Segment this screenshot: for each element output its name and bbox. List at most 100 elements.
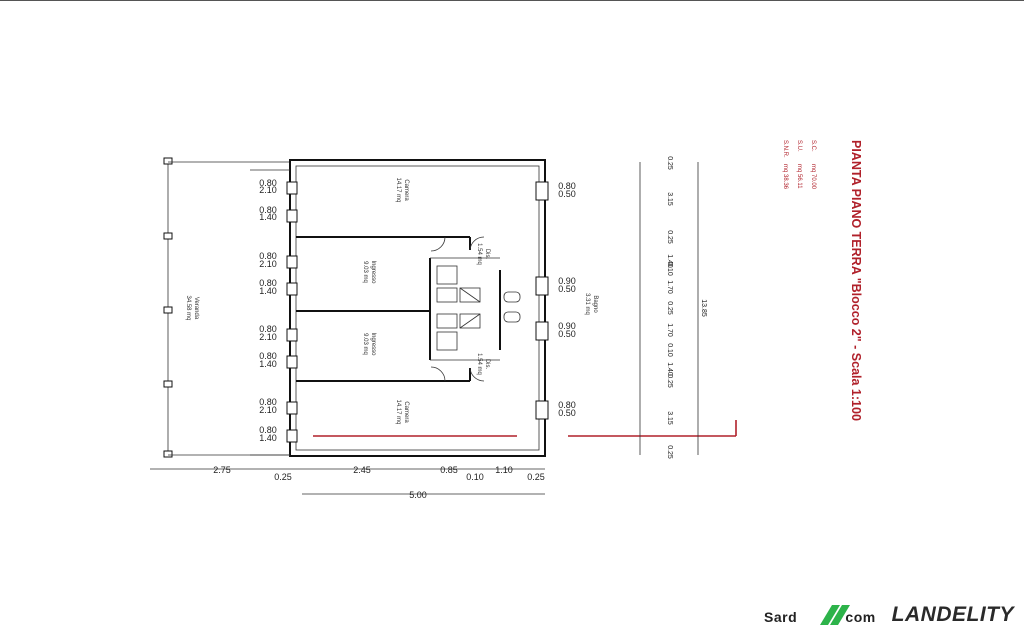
- vertical-dim-label-wrap: 0.10: [666, 343, 673, 357]
- bottom-dim-label-wrap: 2.45: [353, 465, 371, 475]
- brand-left-text: Sard com: [764, 609, 876, 625]
- left-dim-label: 0.80: [259, 324, 277, 334]
- room-name: Camera: [403, 401, 409, 423]
- left-dim-label-wrap: 2.10: [259, 185, 277, 195]
- vertical-dim-label: 0.10: [666, 262, 673, 276]
- vertical-dim-label-wrap: 1.70: [666, 323, 673, 337]
- vertical-dim-label-wrap: 0.25: [666, 156, 673, 170]
- left-dim-label-wrap: 0.80: [259, 397, 277, 407]
- right-dim-label-wrap: 0.90: [558, 276, 576, 286]
- bottom-dim-label: 2.75: [213, 465, 231, 475]
- room-name: Dis.: [484, 359, 490, 370]
- room-ingresso-bottom: Ingresso 9.03 mq: [362, 332, 376, 356]
- vertical-dimension-labels: 0.253.150.251.400.101.700.251.700.101.40…: [666, 156, 673, 459]
- vertical-dim-label-wrap: 0.25: [666, 374, 673, 388]
- vertical-dim-label: 0.25: [666, 374, 673, 388]
- right-dimension-labels: 0.800.500.900.500.900.500.800.50: [558, 181, 576, 418]
- left-dim-label: 2.10: [259, 259, 277, 269]
- room-name: Bagno: [592, 295, 598, 313]
- left-dim-label: 0.80: [259, 251, 277, 261]
- room-name: Veranda: [193, 297, 199, 320]
- left-dim-label-wrap: 1.40: [259, 212, 277, 222]
- right-dim-label-wrap: 0.50: [558, 284, 576, 294]
- room-ingresso-top: Ingresso 9.03 mq: [362, 260, 376, 284]
- bathroom-fixtures: [436, 265, 521, 351]
- left-dim-label: 0.80: [259, 397, 277, 407]
- room-veranda: Veranda 34.58 mq: [185, 295, 199, 320]
- left-dim-label: 1.40: [259, 433, 277, 443]
- bottom-dim-label: 1.10: [495, 465, 513, 475]
- right-dim-label-wrap: 0.80: [558, 400, 576, 410]
- vertical-dim-label: 1.70: [666, 323, 673, 337]
- vertical-total-label: 13.85: [700, 299, 707, 317]
- bottom-dim-label-wrap: 2.75: [213, 465, 231, 475]
- left-dim-label-wrap: 2.10: [259, 259, 277, 269]
- vertical-dim-label: 1.70: [666, 280, 673, 294]
- stat-row: S.N.R.mq 38.36: [782, 140, 788, 190]
- left-dim-label: 1.40: [259, 212, 277, 222]
- vertical-dim-label: 1.40: [666, 254, 673, 268]
- vertical-dim-label-wrap: 3.15: [666, 411, 673, 425]
- bottom-dim-label: 0.10: [466, 472, 484, 482]
- room-area: 1.54 mq: [476, 353, 482, 375]
- bottom-dim-label-wrap: 0.85: [440, 465, 458, 475]
- room-camera-bottom: Camera 14.17 mq: [395, 399, 409, 424]
- vertical-dim-label: 0.25: [666, 301, 673, 315]
- window-openings-left: [286, 181, 298, 443]
- bottom-dim-label: 0.25: [527, 472, 545, 482]
- vertical-dim-label: 0.25: [666, 445, 673, 459]
- left-dim-label: 0.80: [259, 178, 277, 188]
- left-dim-label-wrap: 0.80: [259, 324, 277, 334]
- room-name: Ingresso: [370, 332, 376, 356]
- right-dim-label: 0.50: [558, 284, 576, 294]
- room-camera-top: Camera 14.17 mq: [395, 177, 409, 202]
- room-area: 14.17 mq: [395, 399, 401, 424]
- left-dim-label: 0.80: [259, 205, 277, 215]
- vertical-total: 13.85: [700, 299, 707, 317]
- vertical-dim-label-wrap: 0.25: [666, 230, 673, 244]
- room-name: Dis.: [484, 249, 490, 260]
- brand-name: LANDELITY: [891, 603, 1014, 626]
- bottom-dim-label: 0.85: [440, 465, 458, 475]
- vertical-dim-label-wrap: 0.25: [666, 445, 673, 459]
- veranda-boundary: [163, 157, 290, 458]
- right-dim-label-wrap: 0.50: [558, 189, 576, 199]
- vertical-dim-label: 3.15: [666, 192, 673, 206]
- right-dim-label: 0.50: [558, 189, 576, 199]
- room-name: Camera: [403, 179, 409, 201]
- bottom-dim-label: 2.45: [353, 465, 371, 475]
- room-name: Ingresso: [370, 260, 376, 284]
- stat-value: mq 70.00: [810, 164, 816, 190]
- right-dim-label: 0.90: [558, 276, 576, 286]
- right-dim-label-wrap: 0.50: [558, 408, 576, 418]
- section-line: [313, 420, 737, 437]
- room-area: 9.03 mq: [362, 261, 368, 283]
- room-area: 3.31 mq: [584, 293, 590, 315]
- right-dim-label: 0.90: [558, 321, 576, 331]
- left-dim-label-wrap: 0.80: [259, 351, 277, 361]
- landelity-logo-icon: [820, 605, 850, 625]
- left-dim-label-wrap: 0.80: [259, 425, 277, 435]
- left-dim-label: 0.80: [259, 278, 277, 288]
- left-dim-label: 2.10: [259, 405, 277, 415]
- vertical-dim-label-wrap: 1.70: [666, 280, 673, 294]
- vertical-dim-label: 0.25: [666, 156, 673, 170]
- room-area: 9.03 mq: [362, 333, 368, 355]
- vertical-dim-label-wrap: 1.40: [666, 362, 673, 376]
- left-dim-label-wrap: 0.80: [259, 278, 277, 288]
- stat-row: S.U.mq 56.11: [796, 140, 802, 189]
- room-dis-top: Dis. 1.54 mq: [476, 243, 490, 265]
- room-area: 34.58 mq: [185, 295, 191, 320]
- left-dim-label-wrap: 1.40: [259, 286, 277, 296]
- right-dim-label: 0.80: [558, 400, 576, 410]
- left-dim-label: 2.10: [259, 332, 277, 342]
- left-dim-label: 0.80: [259, 425, 277, 435]
- right-dim-label: 0.50: [558, 408, 576, 418]
- left-dim-label: 1.40: [259, 286, 277, 296]
- bottom-dim-label-wrap: 1.10: [495, 465, 513, 475]
- bottom-dim-label-wrap: 0.25: [527, 472, 545, 482]
- left-dim-label-wrap: 1.40: [259, 433, 277, 443]
- vertical-dim-label: 0.25: [666, 230, 673, 244]
